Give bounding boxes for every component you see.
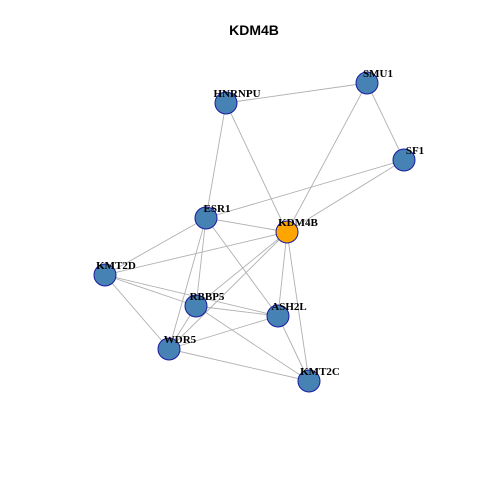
edge-kdm4b-kmt2d: [104, 231, 288, 276]
edge-esr1-ash2l: [205, 217, 279, 317]
node-label-smu1: SMU1: [363, 68, 393, 80]
edge-ash2l-kmt2c: [277, 315, 310, 382]
node-wdr5[interactable]: [157, 337, 181, 361]
edge-kmt2d-rbbp5: [104, 274, 197, 307]
node-hnrnpu[interactable]: [214, 91, 238, 115]
edge-hnrnpu-kdm4b: [225, 102, 288, 233]
node-label-ash2l: ASH2L: [271, 301, 306, 313]
node-label-rbbp5: RBBP5: [190, 291, 225, 303]
node-sf1[interactable]: [392, 148, 416, 172]
edge-kdm4b-wdr5: [168, 231, 288, 350]
node-kdm4b[interactable]: [275, 220, 299, 244]
node-label-kmt2d: KMT2D: [96, 260, 136, 272]
edge-kdm4b-rbbp5: [195, 231, 288, 307]
node-label-hnrnpu: HNRNPU: [213, 88, 260, 100]
edge-esr1-wdr5: [168, 217, 207, 350]
node-layer: [93, 71, 416, 393]
edge-esr1-kdm4b: [205, 217, 288, 233]
edge-smu1-sf1: [366, 82, 405, 161]
node-kmt2d[interactable]: [93, 263, 117, 287]
node-label-kmt2c: KMT2C: [300, 366, 340, 378]
edge-layer: [104, 82, 405, 382]
edge-rbbp5-kmt2c: [195, 305, 310, 382]
node-label-wdr5: WDR5: [164, 334, 197, 346]
edge-ash2l-wdr5: [168, 315, 279, 350]
edge-hnrnpu-esr1: [205, 102, 227, 219]
edge-sf1-kdm4b: [286, 159, 405, 233]
edge-esr1-kmt2d: [104, 217, 207, 276]
node-smu1[interactable]: [355, 71, 379, 95]
edge-sf1-esr1: [205, 159, 405, 219]
node-label-esr1: ESR1: [204, 203, 231, 215]
edge-kdm4b-ash2l: [277, 231, 288, 317]
edge-smu1-kdm4b: [286, 82, 368, 233]
node-label-sf1: SF1: [406, 145, 424, 157]
node-ash2l[interactable]: [266, 304, 290, 328]
edge-wdr5-kmt2c: [168, 348, 310, 382]
graph-title: KDM4B: [229, 22, 279, 38]
node-esr1[interactable]: [194, 206, 218, 230]
node-rbbp5[interactable]: [184, 294, 208, 318]
edge-esr1-rbbp5: [195, 217, 207, 307]
edge-hnrnpu-smu1: [225, 82, 368, 104]
edge-kdm4b-kmt2c: [286, 231, 310, 382]
edge-kmt2d-wdr5: [104, 274, 170, 350]
edge-rbbp5-ash2l: [195, 305, 279, 317]
node-label-kdm4b: KDM4B: [278, 217, 318, 229]
node-kmt2c[interactable]: [297, 369, 321, 393]
